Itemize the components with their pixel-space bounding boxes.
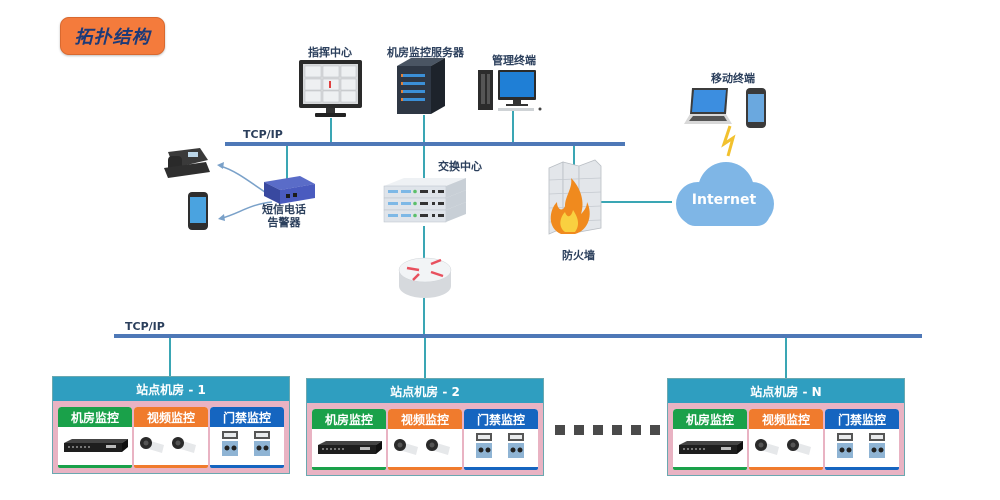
- room-monitor-footer: [312, 467, 386, 470]
- upper-tcpip-bus: [225, 142, 625, 146]
- access-monitor-footer: [464, 467, 538, 470]
- link-management-terminal: [512, 110, 514, 142]
- video-monitor-module: 视频监控: [388, 409, 462, 470]
- firewall-label: 防火墙: [562, 249, 595, 262]
- access-monitor-module: 门禁监控: [210, 407, 284, 468]
- access-control-icons: [222, 431, 270, 456]
- site-room-n: 站点机房 - N 机房监控 视频监控 门禁监控: [667, 378, 905, 476]
- internet-cloud-icon: [676, 162, 774, 226]
- monitor-server-icon: [397, 58, 445, 114]
- video-monitor-module: 视频监控: [749, 409, 823, 470]
- mobile-terminal-label: 移动终端: [711, 72, 755, 85]
- site-room-1: 站点机房 - 1 机房监控 视频监控 门禁监控: [52, 376, 290, 474]
- link-firewall-internet: [600, 201, 672, 203]
- more-sites-ellipsis: [555, 425, 660, 435]
- sms-alarm-label-line2: 告警器: [267, 216, 301, 229]
- monitor-server-label: 机房监控服务器: [387, 46, 464, 59]
- management-terminal-pc-icon: [478, 70, 542, 111]
- room-monitor-module: 机房监控: [58, 407, 132, 468]
- link-switch-upper: [423, 146, 425, 180]
- video-monitor-module: 视频监控: [134, 407, 208, 468]
- desk-phone-icon: [164, 148, 210, 178]
- link-sms-alarm: [286, 146, 288, 182]
- access-monitor-footer: [825, 467, 899, 470]
- lower-tcpip-bus: [114, 334, 922, 338]
- video-camera-icons: [140, 437, 196, 453]
- ellipsis-dot: [555, 425, 565, 435]
- ellipsis-dot: [574, 425, 584, 435]
- ellipsis-dot: [650, 425, 660, 435]
- switch-center-label: 交换中心: [438, 160, 482, 173]
- room-monitor-footer: [58, 465, 132, 468]
- ellipsis-dot: [593, 425, 603, 435]
- link-site-1: [169, 338, 171, 376]
- video-monitor-title: 视频监控: [134, 407, 208, 427]
- access-monitor-title: 门禁监控: [825, 409, 899, 429]
- access-control-icons: [837, 433, 885, 458]
- management-terminal-label: 管理终端: [492, 54, 536, 67]
- video-monitor-footer: [388, 467, 462, 470]
- access-control-icons: [476, 433, 524, 458]
- site-room-1-title: 站点机房 - 1: [53, 377, 289, 401]
- room-monitor-module: 机房监控: [673, 409, 747, 470]
- video-monitor-title: 视频监控: [749, 409, 823, 429]
- access-monitor-module: 门禁监控: [464, 409, 538, 470]
- diagram-title: 拓扑结构: [60, 17, 165, 55]
- firewall-icon: [548, 159, 602, 235]
- mobile-terminal-icon: [684, 88, 766, 157]
- access-monitor-footer: [210, 465, 284, 468]
- link-router-bus: [423, 298, 425, 334]
- room-monitor-title: 机房监控: [312, 409, 386, 429]
- room-monitor-device-icon: [64, 439, 128, 452]
- room-monitor-device-icon: [679, 441, 743, 454]
- ellipsis-dot: [612, 425, 622, 435]
- link-command-center: [330, 118, 332, 142]
- room-monitor-title: 机房监控: [58, 407, 132, 427]
- video-monitor-title: 视频监控: [388, 409, 462, 429]
- access-monitor-title: 门禁监控: [464, 409, 538, 429]
- video-camera-icons: [394, 439, 450, 455]
- video-monitor-footer: [749, 467, 823, 470]
- ellipsis-dot: [631, 425, 641, 435]
- link-site-n: [785, 338, 787, 378]
- switch-center-icon: [383, 178, 466, 223]
- lower-bus-label: TCP/IP: [125, 320, 165, 333]
- command-center-monitor-icon: [299, 60, 362, 117]
- sms-alarm-label-line1: 短信电话: [262, 203, 306, 216]
- link-firewall: [573, 146, 575, 168]
- room-monitor-module: 机房监控: [312, 409, 386, 470]
- room-monitor-device-icon: [318, 441, 382, 454]
- video-monitor-footer: [134, 465, 208, 468]
- access-monitor-module: 门禁监控: [825, 409, 899, 470]
- command-center-label: 指挥中心: [308, 46, 352, 59]
- video-camera-icons: [755, 439, 811, 455]
- upper-bus-label: TCP/IP: [243, 128, 283, 141]
- room-monitor-footer: [673, 467, 747, 470]
- link-switch-router: [423, 226, 425, 258]
- site-room-2: 站点机房 - 2 机房监控 视频监控 门禁监控: [306, 378, 544, 476]
- link-monitor-server: [423, 115, 425, 142]
- site-room-n-title: 站点机房 - N: [668, 379, 904, 403]
- link-site-2: [424, 338, 426, 378]
- room-monitor-title: 机房监控: [673, 409, 747, 429]
- sms-alarm-group-icon: [164, 148, 315, 230]
- sms-alarm-label: 短信电话 告警器: [262, 203, 306, 229]
- site-room-2-title: 站点机房 - 2: [307, 379, 543, 403]
- router-icon: [398, 257, 452, 298]
- mobile-phone-icon: [188, 192, 208, 230]
- access-monitor-title: 门禁监控: [210, 407, 284, 427]
- internet-label: Internet: [691, 192, 757, 208]
